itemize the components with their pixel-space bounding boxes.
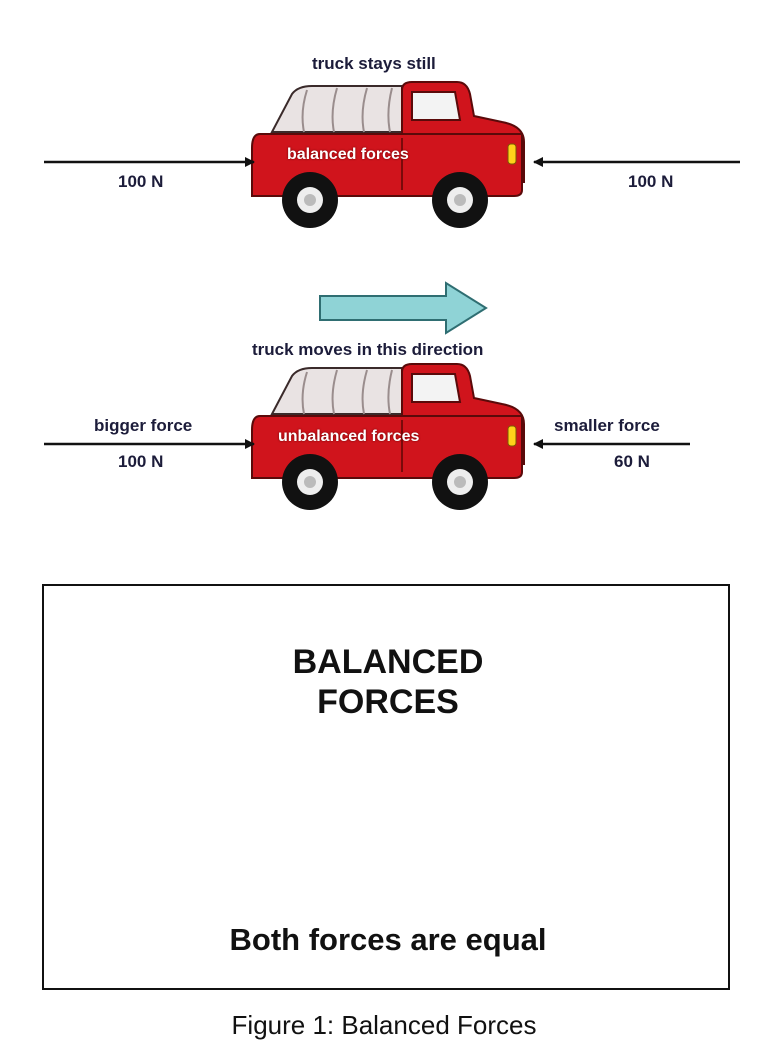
motion-direction-arrow <box>319 281 488 335</box>
bottom-truck-label: unbalanced forces <box>278 428 420 445</box>
smaller-force-value: 60 N <box>614 452 650 471</box>
bigger-force-value: 100 N <box>118 452 164 471</box>
panel-title: BALANCED FORCES <box>44 642 732 722</box>
smaller-force-label: smaller force <box>554 416 660 435</box>
balanced-forces-panel: BALANCED FORCES Both forces are equal <box>42 584 730 990</box>
top-left-force-value: 100 N <box>118 172 164 191</box>
panel-title-line1: BALANCED <box>292 643 484 681</box>
bigger-force-label: bigger force <box>94 416 193 435</box>
panel-footer-text: Both forces are equal <box>229 922 547 957</box>
top-truck-label: balanced forces <box>287 146 409 163</box>
panel-title-line2: FORCES <box>317 683 459 721</box>
figure-caption: Figure 1: Balanced Forces <box>231 1010 537 1040</box>
top-right-force-value: 100 N <box>628 172 674 191</box>
top-caption: truck stays still <box>312 54 436 73</box>
motion-caption: truck moves in this direction <box>252 340 484 359</box>
